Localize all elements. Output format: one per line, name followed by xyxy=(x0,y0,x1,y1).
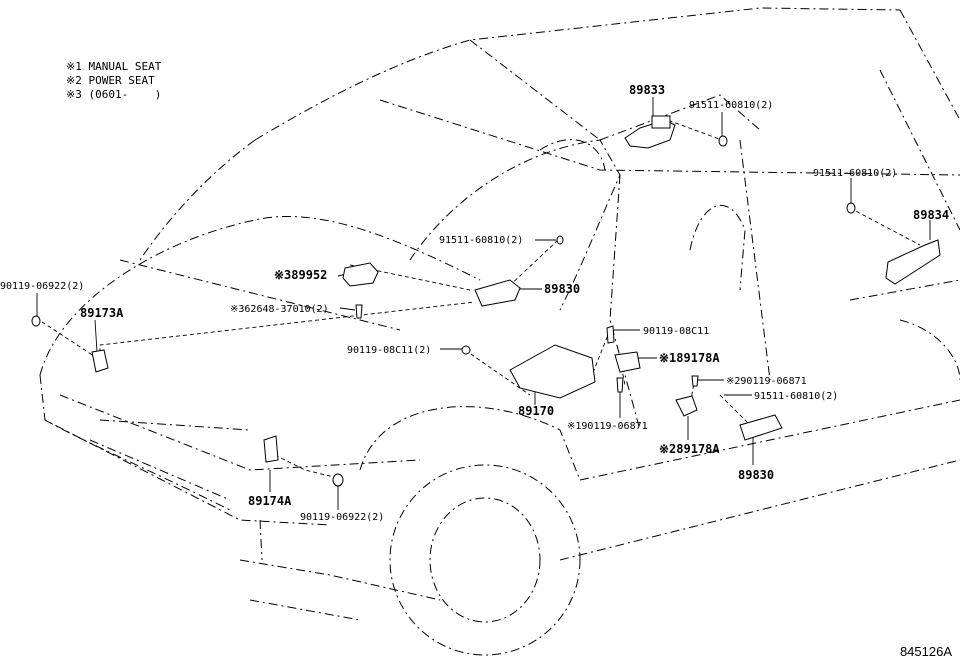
label-89170: 89170 xyxy=(518,404,554,418)
label-91511-b: 91511-60810(2) xyxy=(813,168,897,179)
part-89830-top xyxy=(474,279,521,307)
part-89833-sensor xyxy=(624,115,676,149)
bolt-91511-b xyxy=(846,202,856,214)
legend-item: ※3 (0601- ) xyxy=(66,88,162,101)
reference-number: 845126A xyxy=(899,644,952,659)
legend-item: ※1 MANUAL SEAT xyxy=(66,60,162,73)
bolt-90119-06922-b xyxy=(332,473,344,487)
bolt-90119-06922-a xyxy=(31,315,41,327)
screw-90119-06871-1 xyxy=(616,377,624,393)
label-89174A: 89174A xyxy=(248,494,292,508)
label-90119-06871-2: ※290119-06871 xyxy=(726,376,807,387)
legend-item: ※2 POWER SEAT xyxy=(66,74,155,87)
label-89178A-1: ※189178A xyxy=(659,351,720,365)
part-89170-ecu xyxy=(509,344,596,399)
part-89178A-2 xyxy=(675,395,698,417)
part-89830-bottom xyxy=(739,414,783,441)
label-62648: ※362648-37010(2) xyxy=(230,304,329,315)
part-89178A-1 xyxy=(614,351,641,373)
label-89952: ※389952 xyxy=(274,268,327,282)
screw-90119-06871-2 xyxy=(691,375,699,387)
label-90119-08C11-b: 90119-08C11(2) xyxy=(347,345,431,356)
label-90119-06922-a: 90119-06922(2) xyxy=(0,281,84,292)
part-labels: 89833 91511-60810(2) 91511-60810(2) 8983… xyxy=(0,83,949,523)
bolt-91511-a xyxy=(718,135,728,147)
part-89834-sensor xyxy=(885,239,941,285)
part-89173A xyxy=(91,349,109,373)
label-90119-06871-1: ※190119-06871 xyxy=(567,421,648,432)
components xyxy=(31,115,941,487)
vehicle-outline xyxy=(39,7,960,656)
label-91511-d: 91511-60810(2) xyxy=(754,391,838,402)
part-89174A xyxy=(263,435,279,463)
label-89830-bottom: 89830 xyxy=(738,468,774,482)
label-90119-08C11-a: 90119-08C11 xyxy=(643,326,709,337)
label-90119-06922-b: 90119-06922(2) xyxy=(300,512,384,523)
label-91511-a: 91511-60810(2) xyxy=(689,100,773,111)
part-89952 xyxy=(342,262,379,287)
screw-62648 xyxy=(355,304,363,319)
bolt-90119-08C11-b xyxy=(461,345,471,355)
label-89173A: 89173A xyxy=(80,306,124,320)
screw-90119-08C11-a xyxy=(606,325,615,344)
label-89833: 89833 xyxy=(629,83,665,97)
legend: ※1 MANUAL SEAT ※2 POWER SEAT ※3 (0601- ) xyxy=(66,60,161,102)
label-89834: 89834 xyxy=(913,208,949,222)
label-89830-top: 89830 xyxy=(544,282,580,296)
label-89178A-2: ※289178A xyxy=(659,442,720,456)
bolt-91511-c xyxy=(556,235,564,245)
label-91511-c: 91511-60810(2) xyxy=(439,235,523,246)
